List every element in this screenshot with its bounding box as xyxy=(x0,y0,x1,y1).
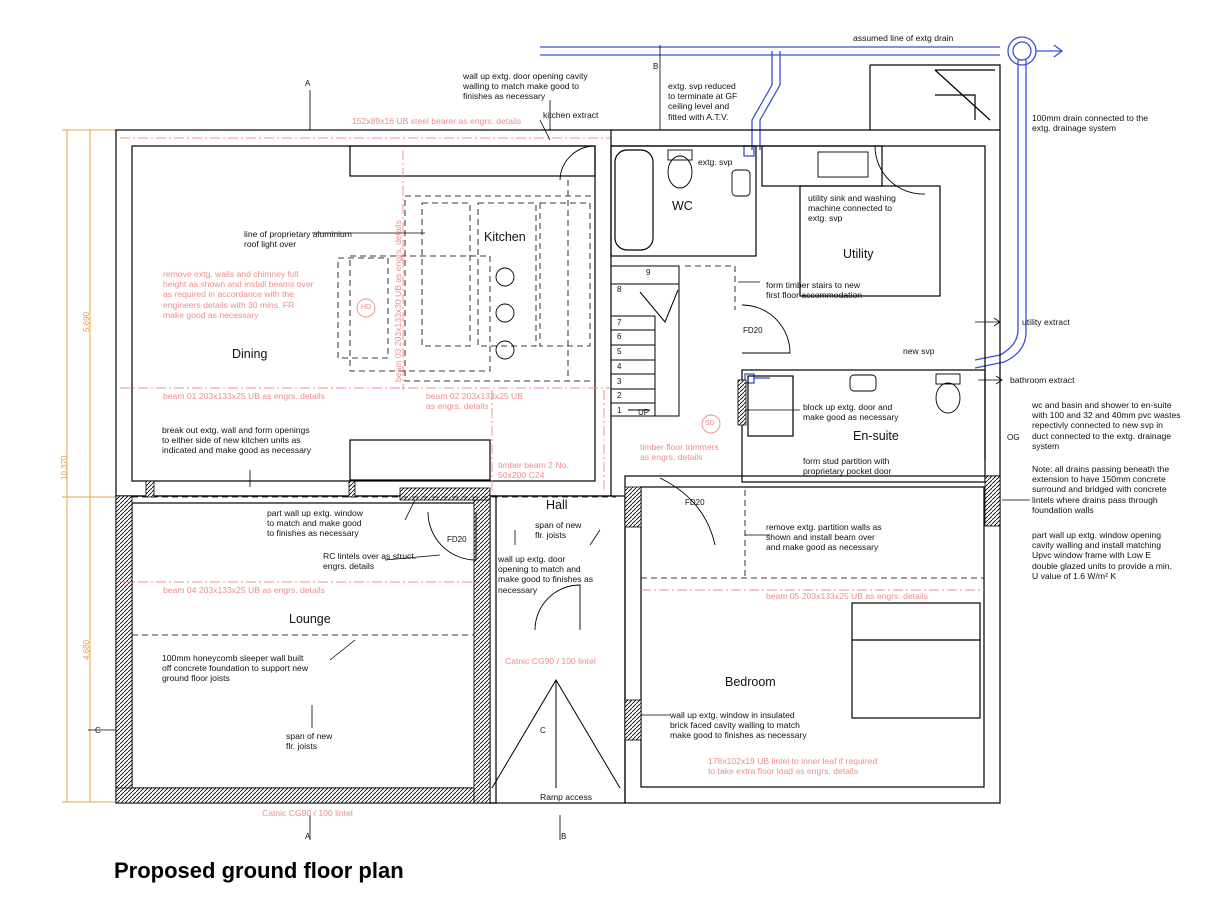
note-rc-lintels: RC lintels over as struct. engrs. detail… xyxy=(323,551,417,572)
section-mark-a-top: A xyxy=(305,79,311,88)
note-bathroom-extract: bathroom extract xyxy=(1010,375,1075,385)
note-new-svp: new svp xyxy=(903,346,935,356)
note-utility-extract: utility extract xyxy=(1022,317,1070,327)
note-wall-up-door-hall: wall up extg. door opening to match and … xyxy=(498,554,594,595)
note-beam03: beam 03 203x133x30 UB as engrs. details xyxy=(393,220,403,382)
beam-lines xyxy=(120,137,984,591)
label-up: UP xyxy=(638,408,650,417)
note-beam05: beam 05 203x133x25 UB as engrs. details xyxy=(766,591,928,601)
note-drain-line: assumed line of extg drain xyxy=(853,33,954,43)
note-timber-trimmers: timber floor trimmers as engrs. details xyxy=(640,442,719,463)
note-utility-sink: utility sink and washing machine connect… xyxy=(808,193,896,224)
note-remove-walls: remove extg. walls and chimney full heig… xyxy=(163,269,314,320)
note-catnic-bottom: Catnic CG90 / 100 lintel xyxy=(262,808,353,818)
stair-step-1: 1 xyxy=(617,406,622,415)
door-swings xyxy=(427,145,926,631)
dimension-upper: 5.690 xyxy=(82,311,91,332)
drain-line xyxy=(540,36,1064,384)
note-ub-lintel: 178x102x19 UB lintel to inner leaf if re… xyxy=(708,756,878,777)
note-drain-connected: 100mm drain connected to the extg. drain… xyxy=(1032,113,1149,134)
note-steel-bearer: 152x89x16 UB steel bearer as engrs. deta… xyxy=(352,116,522,126)
stair-step-3: 3 xyxy=(617,377,622,386)
note-timber-stairs: form timber stairs to new first floor ac… xyxy=(766,280,862,301)
section-mark-b-top: B xyxy=(653,62,659,71)
ramp xyxy=(491,679,621,789)
stair-step-9: 9 xyxy=(646,268,651,277)
note-beam02: beam 02 203x133x25 UB as engrs. details xyxy=(426,391,523,412)
note-wall-up-window-bedroom: wall up extg. window in insulated brick … xyxy=(670,710,807,741)
note-drains: Note: all drains passing beneath the ext… xyxy=(1032,464,1170,515)
note-break-out: break out extg. wall and form openings t… xyxy=(162,425,312,456)
note-beam04: beam 04 203x133x25 UB as engrs. details xyxy=(163,585,325,595)
label-fd20-bedroom: FD20 xyxy=(685,498,705,507)
room-wc: WC xyxy=(672,199,693,213)
note-roof-light: line of proprietary aluminium roof light… xyxy=(244,229,352,250)
room-dining: Dining xyxy=(232,347,268,361)
stair-step-5: 5 xyxy=(617,347,622,356)
room-ensuite: En-suite xyxy=(853,429,899,443)
dimension-lines xyxy=(62,129,118,803)
stair-step-2: 2 xyxy=(617,391,622,400)
room-lounge: Lounge xyxy=(289,612,331,626)
note-span-joists-hall: span of new flr. joists xyxy=(535,520,582,541)
note-svp-reduced: extg. svp reduced to terminate at GF cei… xyxy=(668,81,738,122)
dimension-overall: 10.370 xyxy=(60,455,69,480)
label-ramp-access: Ramp access xyxy=(540,792,593,802)
note-timber-beam2: timber beam 2 No. 50x200 C24 xyxy=(498,460,569,481)
label-hd: HD xyxy=(361,304,372,311)
section-mark-b-bottom: B xyxy=(561,832,567,841)
note-wall-up-door: wall up extg. door opening cavity wallin… xyxy=(463,71,588,102)
stair-step-7: 7 xyxy=(617,318,622,327)
sanitary-fittings xyxy=(356,149,961,434)
leader-lines xyxy=(88,45,1030,840)
note-honeycomb: 100mm honeycomb sleeper wall built off c… xyxy=(162,653,309,684)
label-fd20-lounge: FD20 xyxy=(447,535,467,544)
plan-title: Proposed ground floor plan xyxy=(114,858,404,883)
room-bedroom: Bedroom xyxy=(725,675,776,689)
cavity-wall-hatch xyxy=(115,379,1001,804)
note-beam01: beam 01 203x133x25 UB as engrs. details xyxy=(163,391,325,401)
note-part-wall-window: part wall up extg. window to match and m… xyxy=(267,508,364,539)
note-kitchen-extract: kitchen extract xyxy=(543,110,599,120)
note-wc-basin: wc and basin and shower to en-suite with… xyxy=(1032,400,1181,451)
stair-step-8: 8 xyxy=(617,285,622,294)
note-stud-partition: form stud partition with proprietary poc… xyxy=(803,456,892,477)
note-span-joists-lounge: span of new flr. joists xyxy=(286,731,333,752)
note-catnic-cg90: Catnic CG90 / 100 lintel xyxy=(505,656,596,666)
dashed-outlines xyxy=(132,180,984,636)
section-mark-a-bottom: A xyxy=(305,832,311,841)
staircase xyxy=(610,265,680,417)
label-sd: SD xyxy=(705,420,715,427)
section-mark-c-left: C xyxy=(95,726,101,735)
stair-step-6: 6 xyxy=(617,332,622,341)
room-hall: Hall xyxy=(546,498,568,512)
dimension-lower: 4.680 xyxy=(82,639,91,660)
note-part-wall-cavity: part wall up extg. window opening cavity… xyxy=(1032,530,1172,581)
room-kitchen: Kitchen xyxy=(484,230,526,244)
label-og: OG xyxy=(1007,433,1020,442)
room-utility: Utility xyxy=(843,247,874,261)
stair-step-4: 4 xyxy=(617,362,622,371)
note-remove-partitions: remove extg. partition walls as shown an… xyxy=(766,522,882,553)
note-extg-svp: extg. svp xyxy=(698,157,733,167)
note-block-up-door: block up extg. door and make good as nec… xyxy=(803,402,899,423)
section-mark-c-ramp: C xyxy=(540,726,546,735)
label-fd20-stair: FD20 xyxy=(743,326,763,335)
